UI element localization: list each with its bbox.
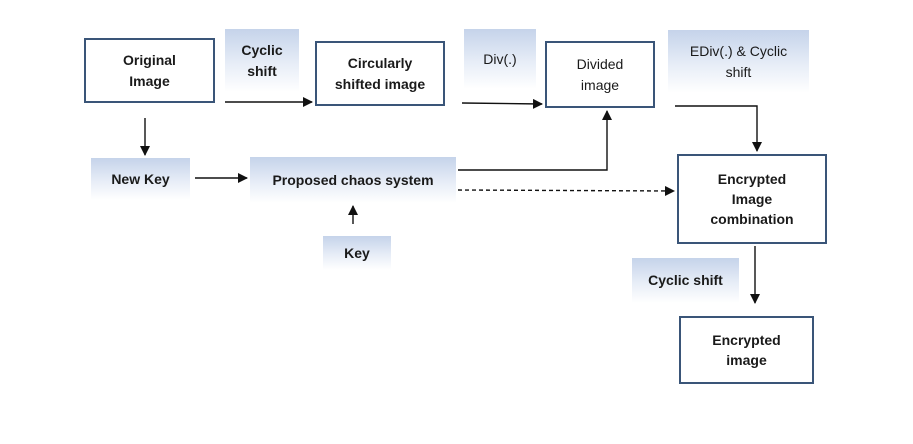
arrow-chaos-to-combination-dashed [457,185,675,196]
cyclic-shift-label-1: Cyclic shift [225,29,299,92]
proposed-chaos-system-label: Proposed chaos system [250,157,456,203]
encrypted-image-box: Encrypted image [679,316,814,384]
div-operation-label: Div(.) [464,29,536,89]
original-image-box: Original Image [84,38,215,103]
arrow-circular-to-divided [461,98,543,109]
divided-image-box: Divided image [545,41,655,108]
arrow-chaos-to-divided [458,110,612,171]
arrow-divided-to-combination [675,105,762,152]
encrypted-image-combination-box: Encrypted Image combination [677,154,827,244]
key-label: Key [323,236,391,270]
cyclic-shift-label-2: Cyclic shift [632,258,739,303]
ediv-cyclic-shift-label: EDiv(.) & Cyclic shift [668,30,809,93]
new-key-label: New Key [91,158,190,200]
circularly-shifted-image-box: Circularly shifted image [315,41,445,106]
